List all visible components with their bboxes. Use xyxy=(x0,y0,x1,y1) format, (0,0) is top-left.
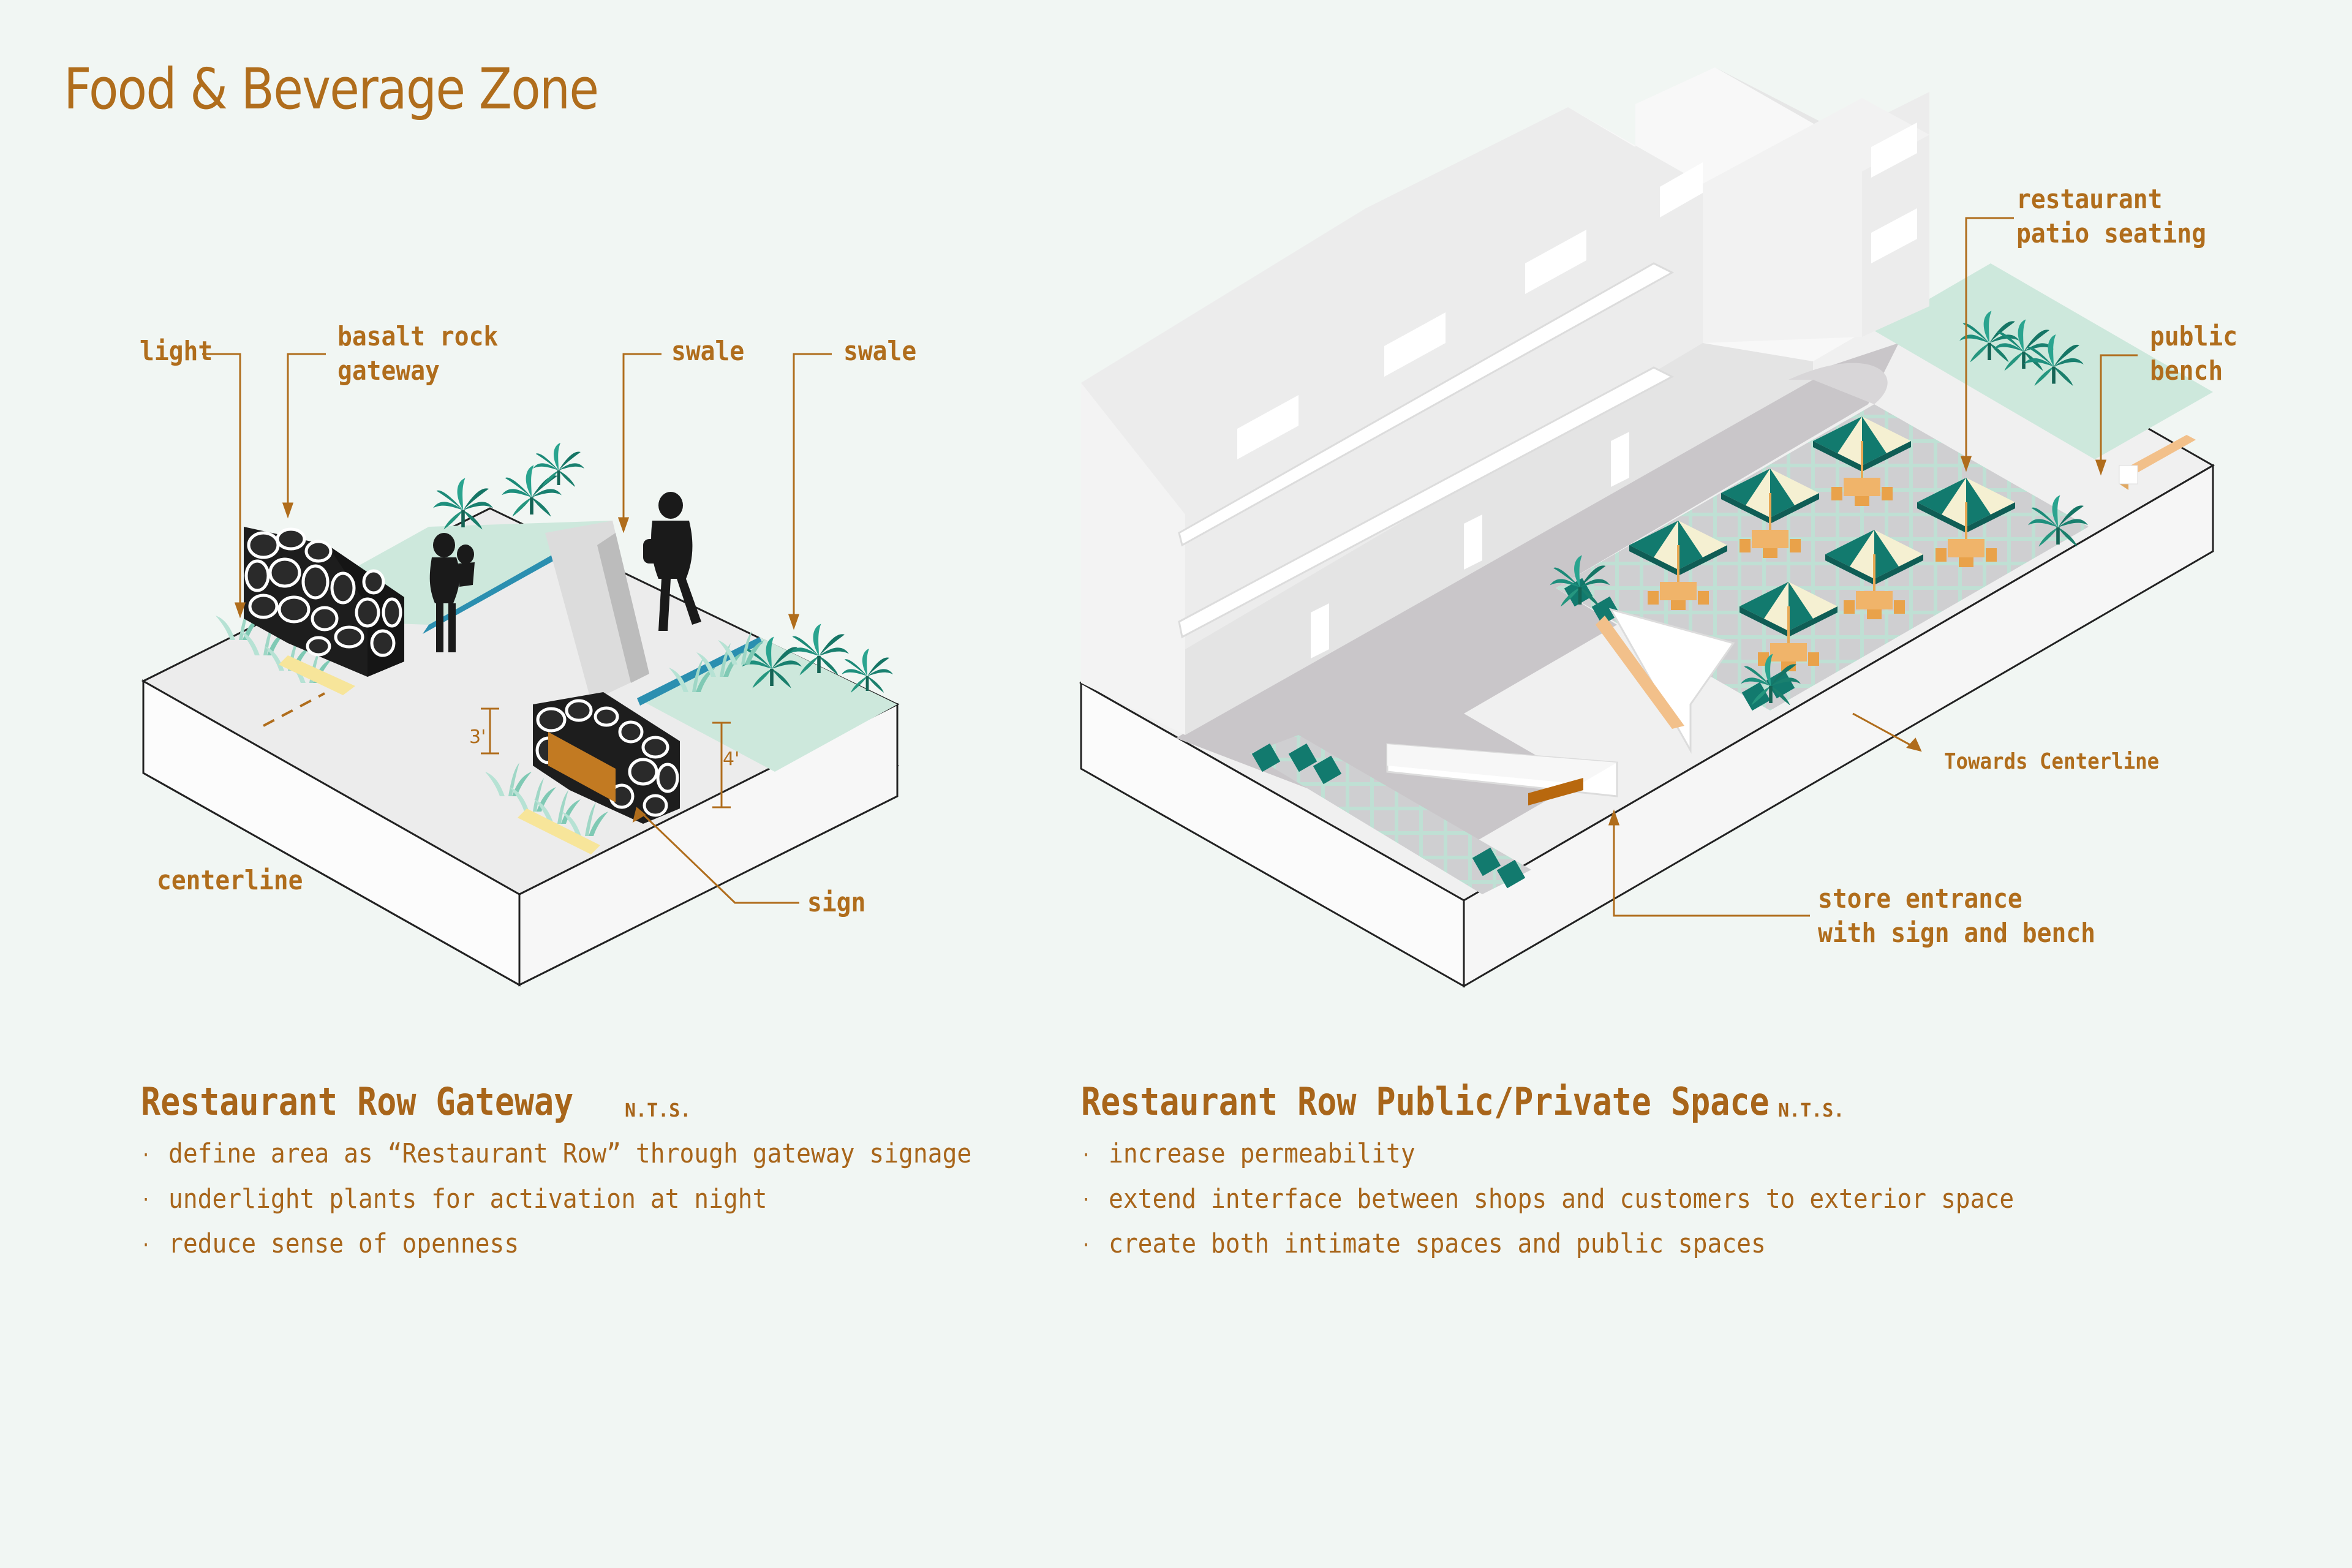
road-surface xyxy=(1176,343,1899,848)
label-swale-left: swale xyxy=(671,336,745,367)
label-restaurant-patio-seating: restaurant patio seating xyxy=(2016,184,2206,249)
bullet-dot: · xyxy=(141,1189,151,1211)
gateway-scale: N.T.S. xyxy=(625,1100,692,1121)
gateway-bullets: ·define area as “Restaurant Row” through… xyxy=(141,1132,1064,1267)
bullet-dot: · xyxy=(1081,1144,1091,1166)
label-sign: sign xyxy=(807,887,866,918)
basalt-rock-gateway xyxy=(244,527,404,677)
public-private-scale: N.T.S. xyxy=(1778,1100,1845,1121)
public-private-bullets: ·increase permeability ·extend interface… xyxy=(1081,1132,2117,1267)
pedestrian-man xyxy=(643,492,701,631)
entrance-sign xyxy=(1528,778,1583,805)
building xyxy=(1081,67,1929,735)
gateway-sign-panel xyxy=(548,732,616,802)
dimension-width: 3' xyxy=(469,726,486,748)
leader-lines xyxy=(202,353,832,904)
bullet-dot: · xyxy=(141,1234,151,1256)
dimension-lines xyxy=(481,707,731,809)
bullet-dot: · xyxy=(1081,1189,1091,1211)
gateway-bullet: ·reduce sense of openness xyxy=(141,1222,971,1267)
public-private-heading: Restaurant Row Public/Private Space xyxy=(1081,1079,1770,1124)
label-towards-centerline: Towards Centerline xyxy=(1944,749,2160,774)
pedestrian-woman xyxy=(429,533,475,652)
leader-lines-right xyxy=(1608,217,2138,917)
public-private-bullet: ·create both intimate spaces and public … xyxy=(1081,1222,2014,1267)
public-private-block xyxy=(1079,67,2215,988)
label-light: light xyxy=(140,336,213,367)
gateway-rock-sign xyxy=(533,692,680,824)
gateway-heading: Restaurant Row Gateway xyxy=(141,1079,574,1124)
public-private-bullet: ·increase permeability xyxy=(1081,1132,2014,1177)
public-bench xyxy=(2119,435,2196,478)
dimension-height: 4' xyxy=(723,748,740,770)
label-centerline: centerline xyxy=(157,865,303,896)
page-title: Food & Beverage Zone xyxy=(64,56,599,122)
bullet-dot: · xyxy=(141,1144,151,1166)
label-swale-right: swale xyxy=(843,336,917,367)
label-store-entrance: store entrance with sign and bench xyxy=(1818,883,2095,949)
gateway-bullet: ·underlight plants for activation at nig… xyxy=(141,1177,971,1223)
bullet-dot: · xyxy=(1081,1234,1091,1256)
label-public-bench: public bench xyxy=(2150,321,2238,386)
public-private-bullet: ·extend interface between shops and cust… xyxy=(1081,1177,2014,1223)
patio-bench xyxy=(1596,616,1684,729)
gateway-block xyxy=(141,353,900,987)
gateway-bullet: ·define area as “Restaurant Row” through… xyxy=(141,1132,971,1177)
label-basalt-rock-gateway: basalt rock gateway xyxy=(337,321,499,386)
